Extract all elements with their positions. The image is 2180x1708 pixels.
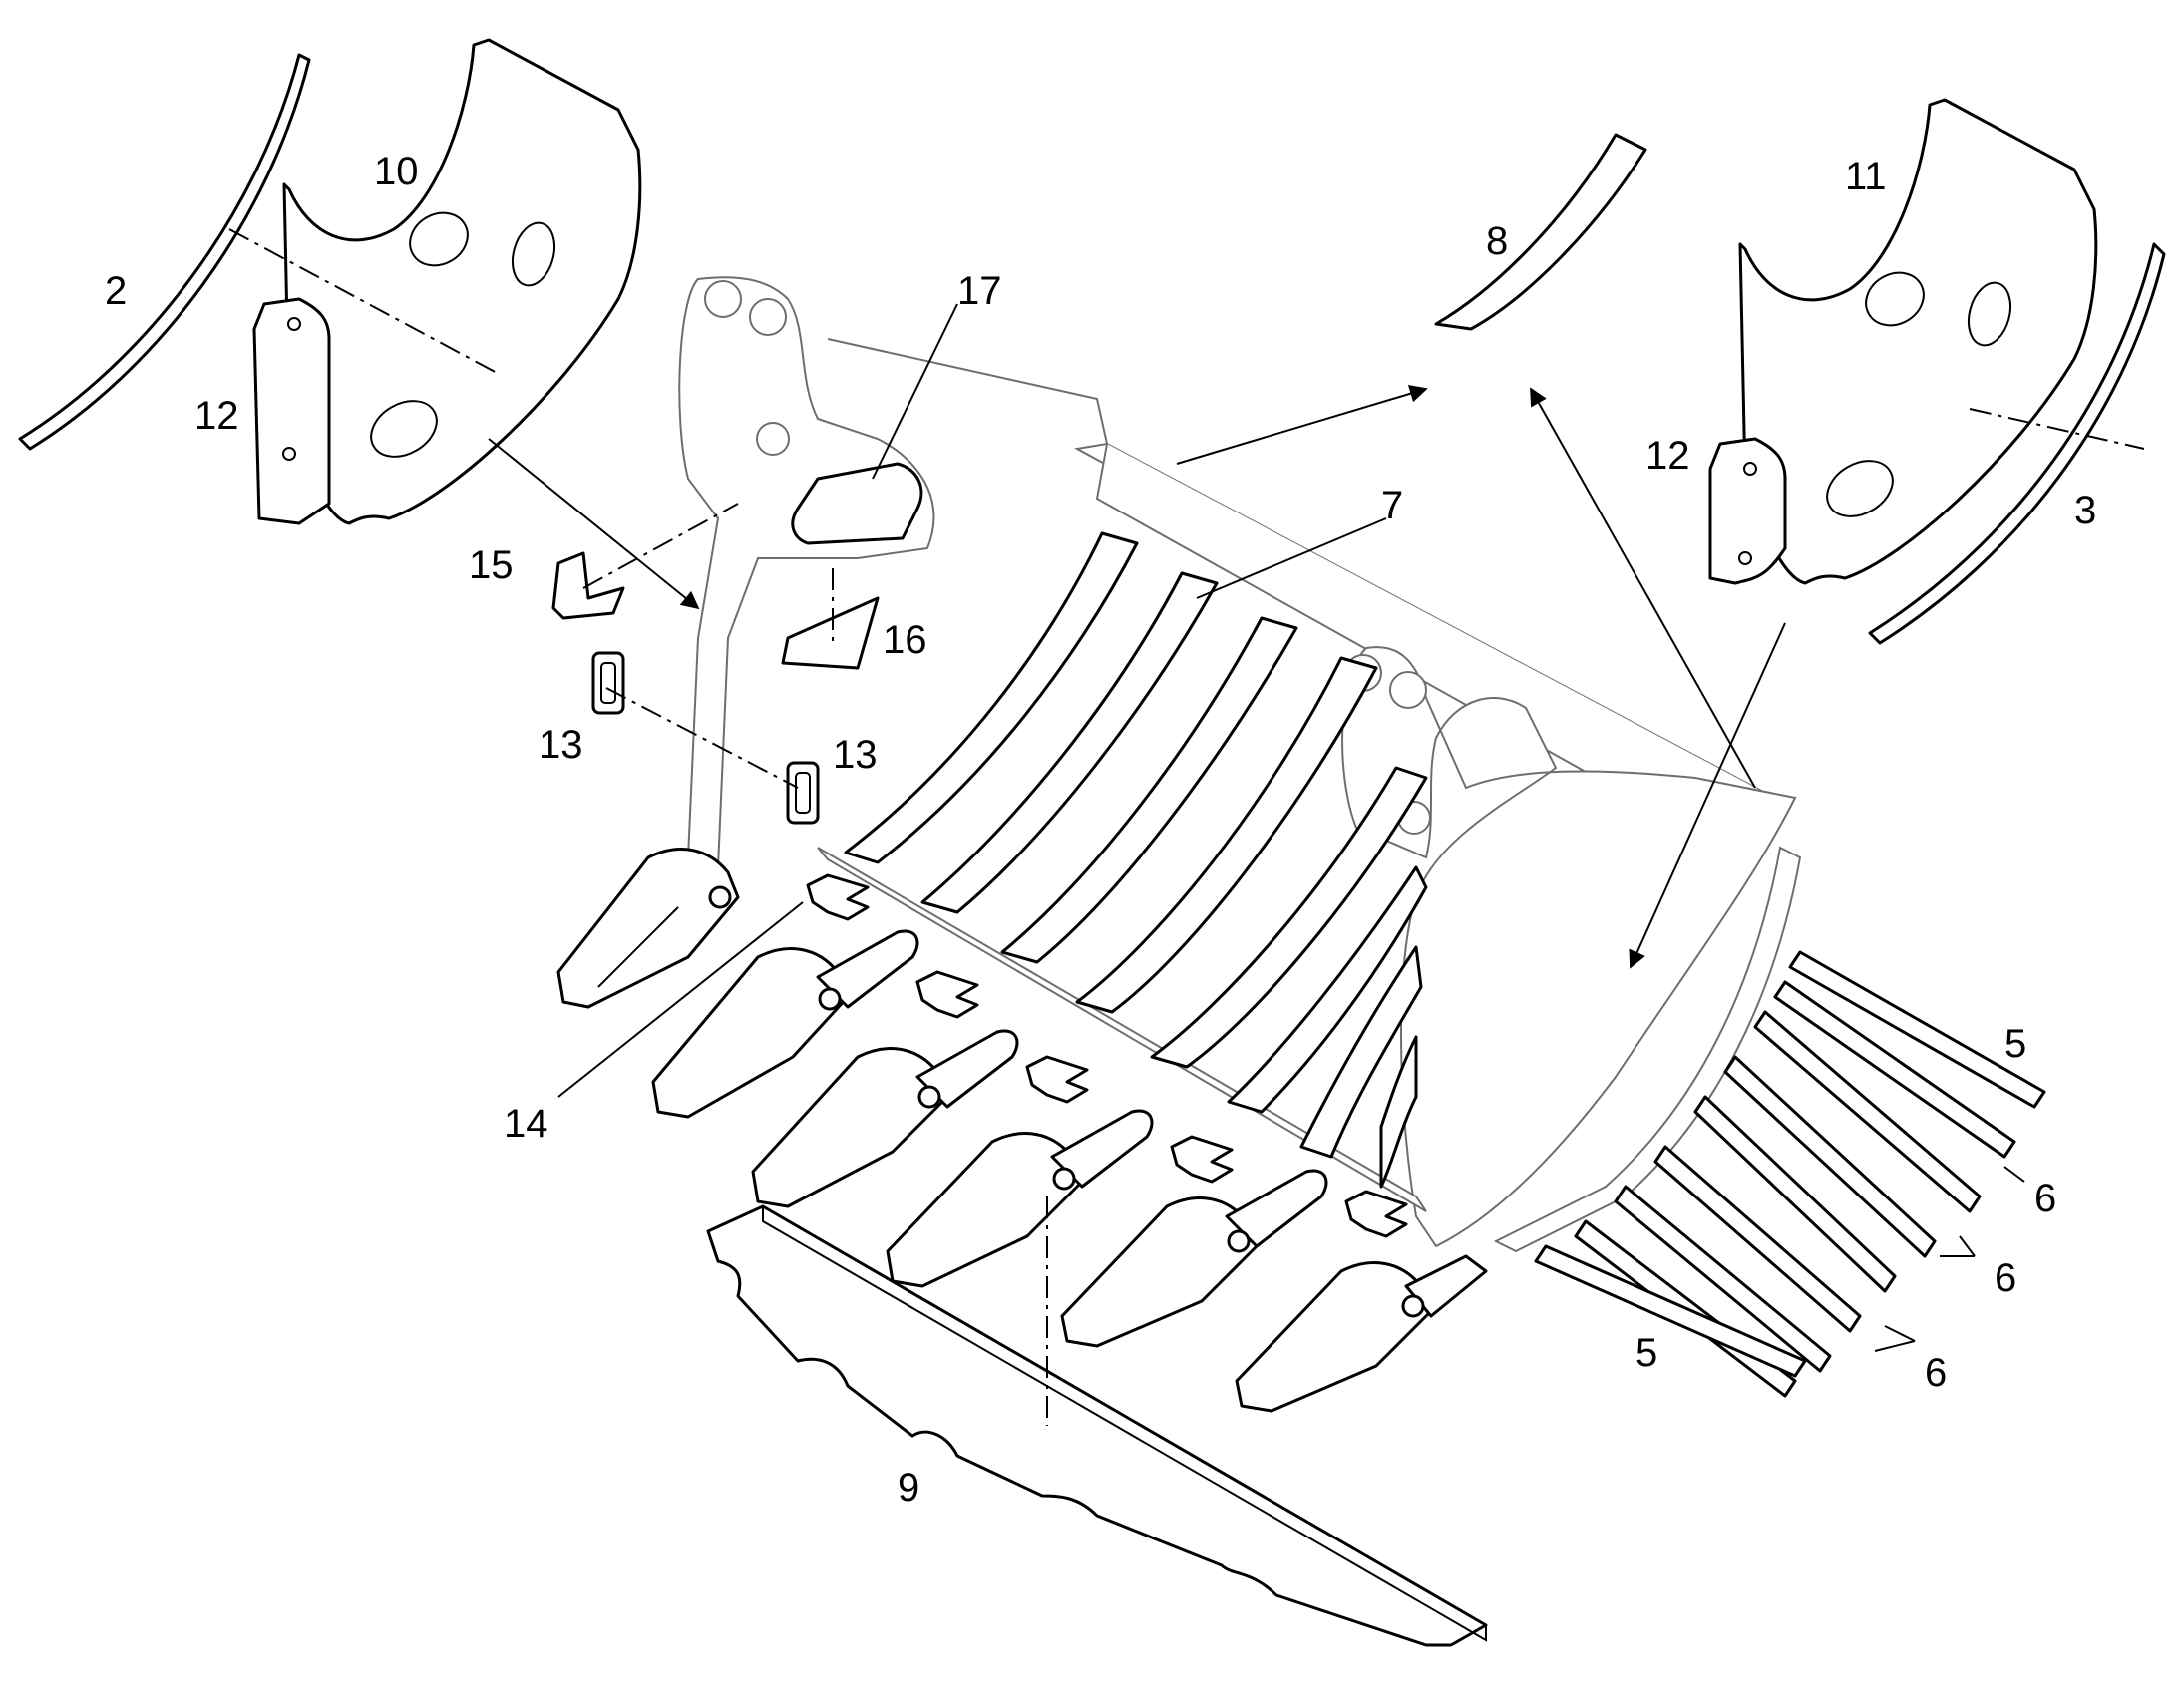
plate-17 <box>791 462 923 545</box>
callout-6-a: 6 <box>2034 1177 2056 1220</box>
callout-8: 8 <box>1486 219 1508 263</box>
side-block-12-left <box>252 297 331 525</box>
clip-4 <box>1170 1135 1234 1184</box>
clip-5 <box>1344 1190 1408 1238</box>
leader-lines <box>557 303 2025 1352</box>
tooth-5 <box>1060 1169 1328 1348</box>
callout-15: 15 <box>469 543 514 587</box>
right-arm-pin-hole-2 <box>1389 671 1427 709</box>
left-arm-pin-hole-2 <box>749 298 787 336</box>
clip-parts <box>806 873 1408 1238</box>
left-side-arm <box>678 276 935 869</box>
bracket-15 <box>551 551 625 620</box>
tooth-2 <box>651 929 919 1119</box>
wedge-16 <box>781 596 880 670</box>
callout-6-c: 6 <box>1925 1351 1947 1395</box>
callout-12-left: 12 <box>194 394 239 438</box>
callout-10: 10 <box>374 150 419 193</box>
wear-strip-5 <box>1150 766 1428 1069</box>
teeth-row <box>556 848 1488 1413</box>
bar-6-3 <box>1723 1055 1937 1258</box>
wear-strip-7 <box>1299 945 1423 1159</box>
left-arm-pin-hole-3 <box>756 422 790 456</box>
bar-6-6 <box>1614 1185 1832 1373</box>
callout-16: 16 <box>883 618 927 662</box>
bar-6-4 <box>1693 1095 1897 1293</box>
left-side-parts <box>18 38 642 525</box>
side-plate-11 <box>1738 98 2098 585</box>
clip-3 <box>1025 1055 1089 1104</box>
callout-7: 7 <box>1381 484 1403 527</box>
cutting-edge-bar <box>817 847 1427 1212</box>
callout-13-right: 13 <box>833 733 878 777</box>
base-plate-9 <box>706 1204 1488 1647</box>
bar-6-5 <box>1653 1145 1862 1333</box>
side-strip-3 <box>1868 242 2166 645</box>
wear-strip-4 <box>1075 656 1378 1014</box>
flat-bars-5-6 <box>1534 950 2046 1398</box>
bucket-body <box>678 276 1802 1253</box>
tooth-1 <box>556 848 740 1009</box>
wear-strip-3 <box>1000 616 1298 964</box>
bar-6-2 <box>1753 1010 1982 1213</box>
callout-12-right: 12 <box>1645 434 1690 478</box>
wear-strip-2 <box>920 571 1219 914</box>
callout-17: 17 <box>957 269 1002 313</box>
bar-6-1 <box>1773 980 2016 1159</box>
callouts: 2 10 12 15 13 13 16 17 7 8 11 12 3 5 6 6… <box>105 150 2096 1510</box>
assembly-arrows <box>488 385 1786 969</box>
wear-strip-8 <box>1379 1035 1418 1189</box>
callout-5-top: 5 <box>2004 1022 2026 1066</box>
callout-11: 11 <box>1845 155 1887 198</box>
center-lines <box>228 228 2145 1426</box>
callout-9: 9 <box>898 1466 919 1510</box>
left-side-top-edge <box>827 338 1108 445</box>
left-arm-pin-hole-1 <box>704 280 742 318</box>
side-block-12-right <box>1708 437 1787 585</box>
side-plate-10 <box>282 38 642 525</box>
bar-5-top <box>1788 950 2046 1109</box>
wear-strips <box>844 531 1428 1189</box>
right-side-parts <box>1708 98 2166 645</box>
wear-strip-6 <box>1227 865 1428 1114</box>
clip-1 <box>806 873 870 921</box>
callout-14: 14 <box>504 1102 548 1146</box>
callout-5-bottom: 5 <box>1635 1331 1657 1375</box>
side-strip-2 <box>18 53 311 451</box>
callout-2: 2 <box>105 269 127 313</box>
wear-plate-8 <box>1434 133 1647 331</box>
keeper-13-right <box>786 761 820 825</box>
wear-strip-1 <box>844 531 1139 864</box>
callout-3: 3 <box>2074 489 2096 532</box>
callout-6-b: 6 <box>1995 1256 2016 1300</box>
tooth-6 <box>1235 1254 1488 1413</box>
clip-2 <box>915 970 979 1019</box>
tooth-4 <box>886 1109 1154 1288</box>
tooth-3 <box>751 1029 1019 1208</box>
bar-5-bottom <box>1534 1244 1807 1378</box>
right-edge-strip <box>1493 846 1802 1253</box>
keeper-13-left <box>591 651 625 715</box>
callout-13-left: 13 <box>539 723 583 767</box>
